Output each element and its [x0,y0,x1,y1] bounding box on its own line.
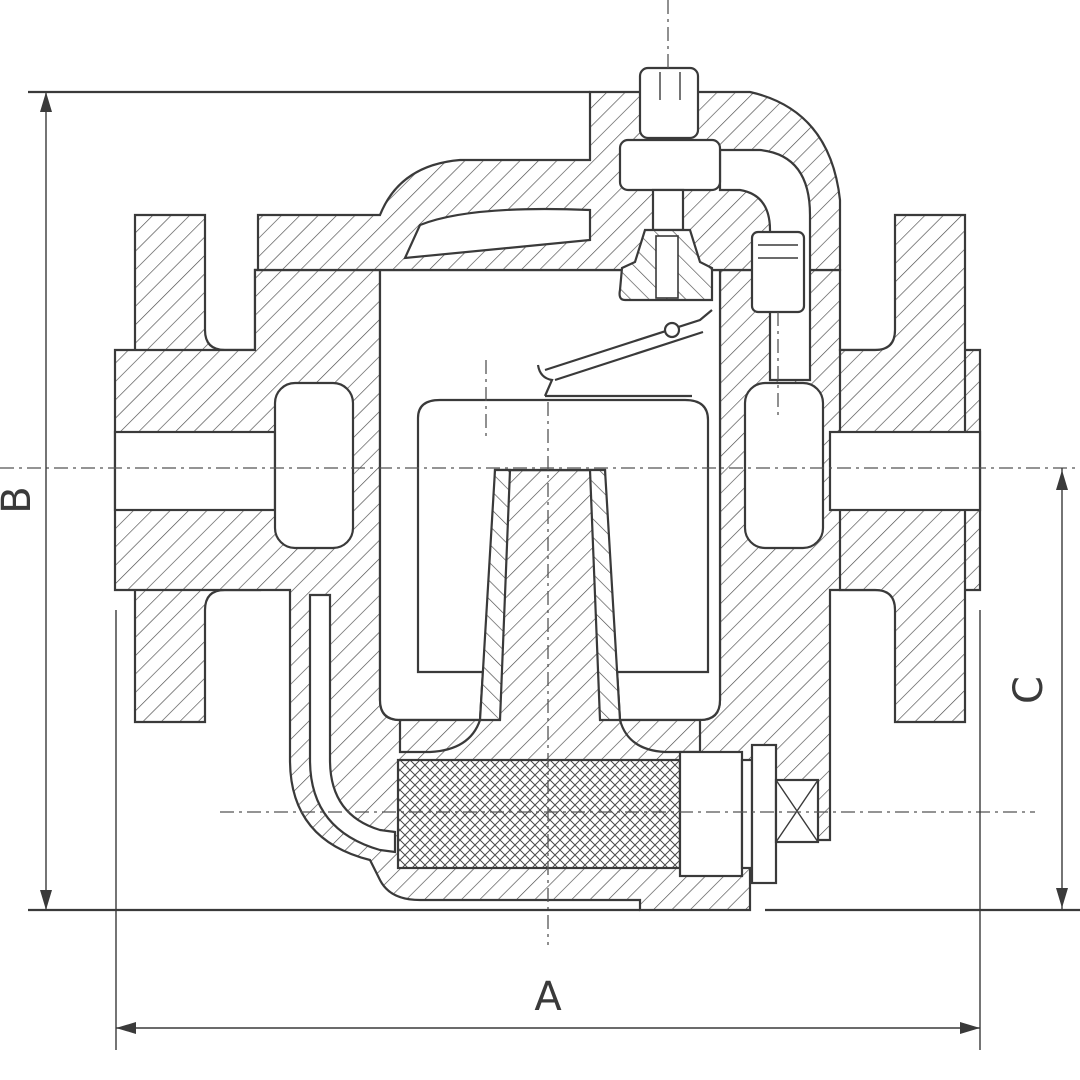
inlet-port [273,381,355,550]
strainer-flange [750,743,778,885]
strainer-screen [396,758,682,870]
siphon-tube [478,468,512,722]
dimension-a-label: A [534,974,562,1020]
dimension-b-label: B [0,486,40,513]
dimension-c-label: C [1006,676,1052,704]
lower-passage [308,593,397,854]
dimension-lines [28,90,1080,1050]
cover-channel [403,207,592,260]
outlet-port [743,381,825,550]
centerlines [0,0,1080,945]
valve-body [113,213,982,912]
lever-arm [544,309,713,382]
vent-valve [750,230,806,314]
vent-bushing [618,138,722,192]
vent-passage [718,148,812,382]
plug-screw [638,66,700,140]
strainer-cap-edge [740,758,754,870]
inlet-bore [113,430,277,512]
drain-plug-cross [775,779,819,843]
valve-stem [651,188,685,232]
valve-seat-assembly [536,66,722,397]
lever-pivot [663,321,681,339]
outlet-bore [828,430,982,512]
lever-hook [536,364,554,397]
strainer-cap [678,750,744,878]
